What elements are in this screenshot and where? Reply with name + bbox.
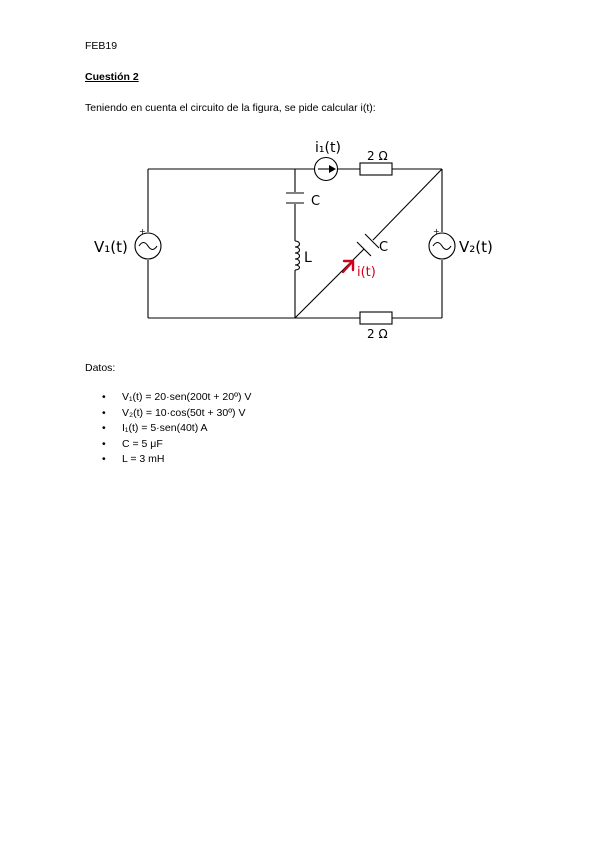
data-item-v2: V₂(t) = 10·cos(50t + 30º) V xyxy=(85,406,251,422)
question-prompt: Teniendo en cuenta el circuito de la fig… xyxy=(85,102,376,114)
voltage-source-v1 xyxy=(134,232,162,260)
current-arrow-shaft xyxy=(341,259,355,274)
label-i1: i₁(t) xyxy=(315,140,341,156)
label-v2: V₂(t) xyxy=(459,238,493,256)
label-v1: V₁(t) xyxy=(94,238,128,256)
polarity-plus-v2: + xyxy=(433,227,440,236)
polarity-plus-v1: + xyxy=(139,227,146,236)
capacitor-diag-plate-a xyxy=(356,241,372,257)
data-item-v1: V₁(t) = 20·sen(200t + 20º) V xyxy=(85,390,251,406)
data-list: V₁(t) = 20·sen(200t + 20º) V V₂(t) = 10·… xyxy=(85,390,251,468)
inductor-coil xyxy=(294,240,301,271)
label-c-diag: C xyxy=(379,240,388,255)
label-r-top: 2 Ω xyxy=(367,149,388,163)
label-l: L xyxy=(304,250,312,266)
document-code: FEB19 xyxy=(85,40,118,52)
resistor-top xyxy=(359,162,393,176)
data-item-i1: I₁(t) = 5·sen(40t) A xyxy=(85,421,251,437)
current-arrow-head-icon xyxy=(342,259,355,272)
question-title: Cuestión 2 xyxy=(85,71,139,83)
label-r-bottom: 2 Ω xyxy=(367,327,388,341)
label-i-out: i(t) xyxy=(357,265,376,280)
current-source-arrow-icon xyxy=(329,165,336,173)
label-c-left: C xyxy=(311,194,320,209)
sine-symbol-v2 xyxy=(432,241,452,251)
voltage-source-v2 xyxy=(428,232,456,260)
wire-diag-upper xyxy=(372,168,443,241)
data-item-c: C = 5 μF xyxy=(85,437,251,453)
data-section-title: Datos: xyxy=(85,362,116,374)
data-item-l: L = 3 mH xyxy=(85,452,251,468)
resistor-bottom xyxy=(359,311,393,325)
current-source-i1 xyxy=(313,156,339,182)
sine-symbol-v1 xyxy=(138,241,158,251)
capacitor-diag-plate-b xyxy=(364,233,380,249)
